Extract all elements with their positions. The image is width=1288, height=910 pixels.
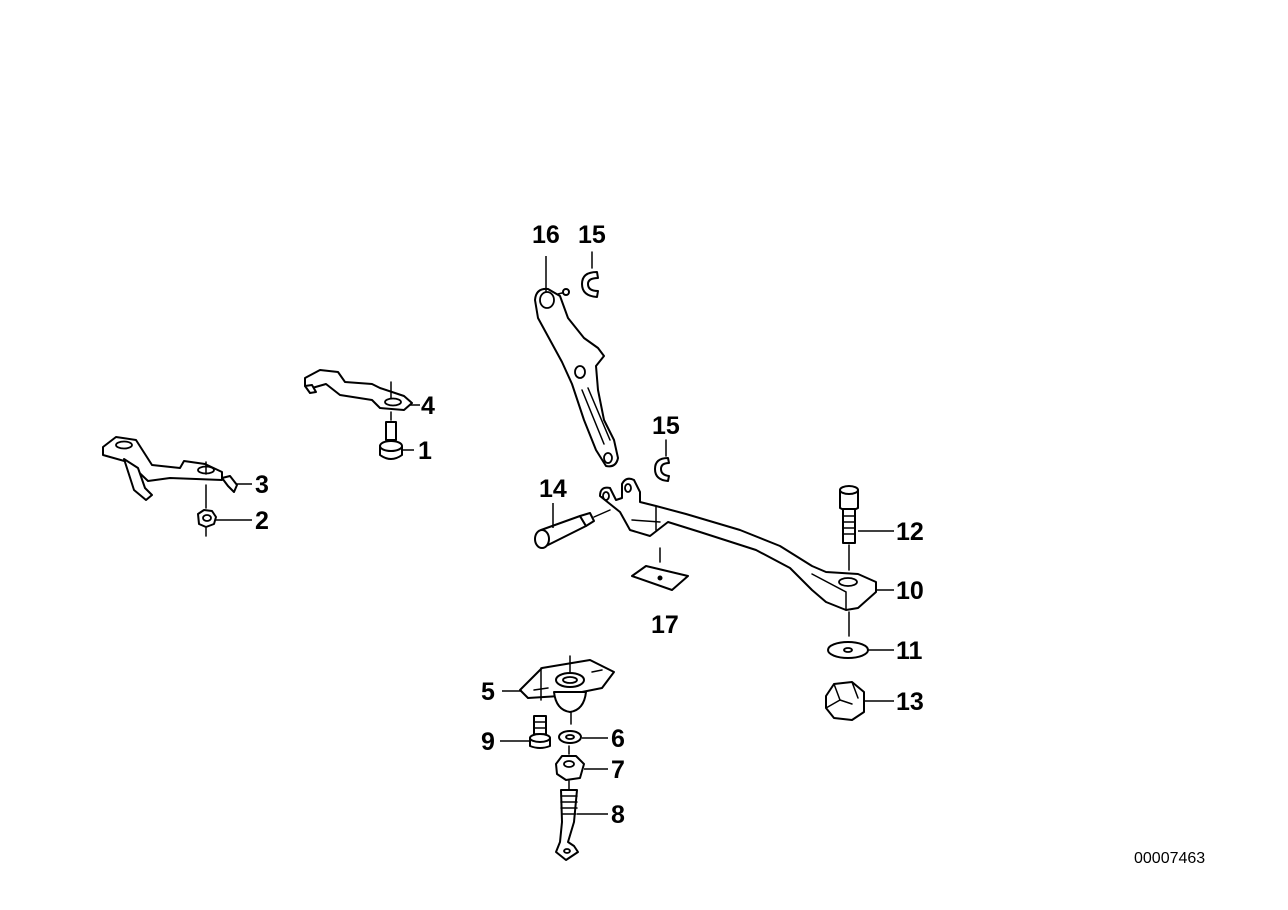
callout-labels: 1 2 3 4 5 6 7 8 9 10 11 12 13 14 15 15 1… xyxy=(255,221,924,829)
callout-9: 9 xyxy=(481,728,495,756)
callout-4: 4 xyxy=(421,392,435,420)
part-4-bracket xyxy=(304,369,413,411)
part-16-link-arm xyxy=(534,256,619,468)
part-11-washer xyxy=(827,641,869,659)
part-1-stud xyxy=(379,411,403,460)
callout-14: 14 xyxy=(539,475,567,503)
callout-17: 17 xyxy=(651,611,679,639)
part-13-clip-nut xyxy=(825,681,865,721)
callout-11: 11 xyxy=(896,637,923,665)
leader-lines xyxy=(216,404,894,815)
callout-7: 7 xyxy=(611,756,625,784)
part-9-screw xyxy=(529,715,551,749)
callout-8: 8 xyxy=(611,801,625,829)
part-3-bracket xyxy=(102,436,238,501)
callout-10: 10 xyxy=(896,577,924,605)
part-12-bolt xyxy=(839,485,859,637)
callout-13: 13 xyxy=(896,688,924,716)
part-8-threaded-rod xyxy=(555,780,579,861)
part-10-main-bar xyxy=(599,477,877,611)
part-14-pin xyxy=(534,503,611,549)
callout-5: 5 xyxy=(481,678,495,706)
part-17-pad xyxy=(631,547,689,591)
part-15-clip-lower xyxy=(654,439,670,482)
part-7-nut xyxy=(555,745,585,781)
callout-2: 2 xyxy=(255,507,269,535)
callout-6: 6 xyxy=(611,725,625,753)
reference-number: 00007463 xyxy=(1134,850,1205,867)
callout-1: 1 xyxy=(418,437,432,465)
callout-3: 3 xyxy=(255,471,269,499)
part-5-mount-plate xyxy=(519,655,615,725)
part-15-clip-upper xyxy=(581,251,599,298)
part-2-nut xyxy=(197,484,217,537)
callout-16: 16 xyxy=(532,221,560,249)
callout-15-lower: 15 xyxy=(652,412,680,440)
part-6-washer xyxy=(558,730,582,744)
callout-15-upper: 15 xyxy=(578,221,606,249)
callout-12: 12 xyxy=(896,518,924,546)
